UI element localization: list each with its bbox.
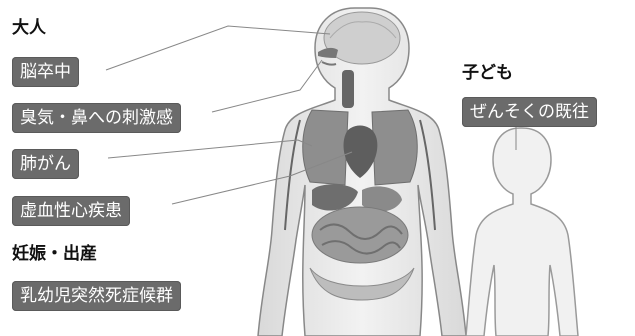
child-heading: 子ども [462,65,513,82]
tag-smell-irritation: 臭気・鼻への刺激感 [12,103,181,133]
tag-ischemic-heart-disease: 虚血性心疾患 [12,196,130,226]
leader-line-smell [212,60,322,112]
tag-stroke: 脳卒中 [12,57,79,87]
tag-lung-cancer: 肺がん [12,149,79,179]
child-body-illustration [466,128,578,336]
adult-heading: 大人 [12,20,46,37]
lungs-organ [303,110,348,185]
leader-line-stroke [106,26,330,70]
tag-asthma-history: ぜんそくの既往 [462,97,597,127]
pregnancy-heading: 妊娠・出産 [12,246,97,263]
tag-sids: 乳幼児突然死症候群 [12,281,181,311]
adult-body-illustration [258,8,466,336]
